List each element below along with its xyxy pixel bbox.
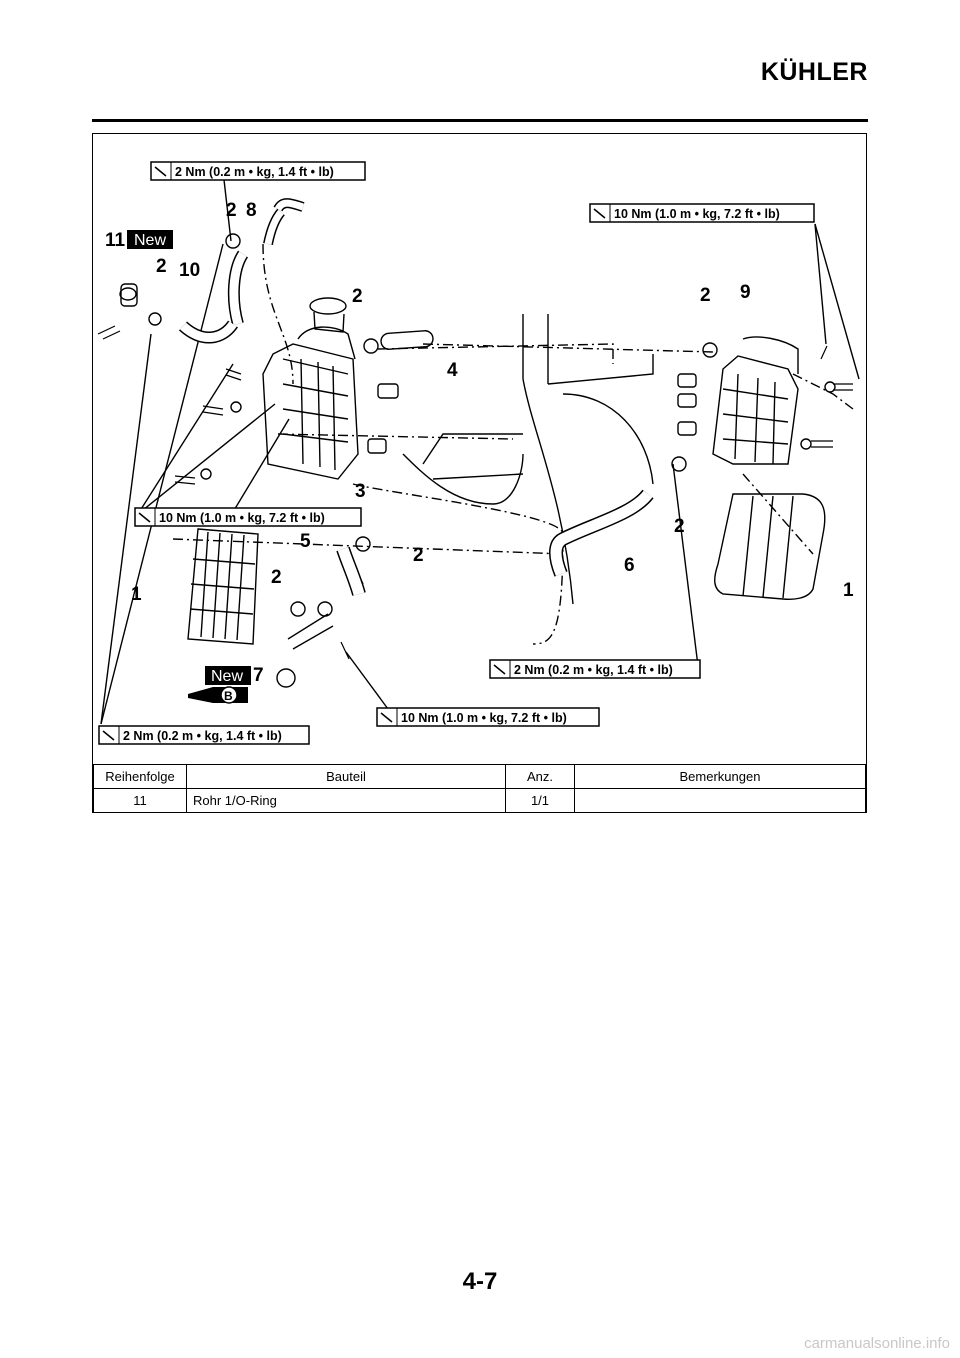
callout-2d: 2 (700, 285, 711, 306)
torque-label-3: 10 Nm (1.0 m • kg, 7.2 ft • lb) (134, 507, 362, 527)
watermark: carmanualsonline.info (804, 1335, 950, 1352)
callout-6: 6 (624, 555, 635, 576)
torque-label-4: 2 Nm (0.2 m • kg, 1.4 ft • lb) (489, 659, 701, 679)
torque-label-6: 2 Nm (0.2 m • kg, 1.4 ft • lb) (98, 725, 310, 745)
callout-2f: 2 (271, 567, 282, 588)
callout-5: 5 (300, 531, 311, 552)
callout-4: 4 (447, 360, 458, 381)
new-badge-2: New (205, 666, 251, 685)
torque-text-3: 10 Nm (1.0 m • kg, 7.2 ft • lb) (159, 511, 325, 525)
callout-10: 10 (179, 260, 200, 281)
torque-text-4: 2 Nm (0.2 m • kg, 1.4 ft • lb) (514, 663, 673, 677)
parts-table: Reihenfolge Bauteil Anz. Bemerkungen 11 … (93, 764, 866, 813)
callout-8: 8 (246, 200, 257, 221)
diagram-frame: 2 Nm (0.2 m • kg, 1.4 ft • lb) 10 Nm (1.… (92, 133, 867, 813)
col-order-header: Reihenfolge (93, 764, 187, 789)
row-remarks (574, 788, 866, 813)
parts-table-header-row: Reihenfolge Bauteil Anz. Bemerkungen (93, 764, 866, 789)
grease-b-symbol: B (188, 686, 248, 704)
col-part-header: Bauteil (186, 764, 506, 789)
callout-1b: 1 (843, 580, 854, 601)
callout-3: 3 (355, 481, 366, 502)
grease-b-text: B (224, 689, 233, 703)
callout-2c: 2 (352, 286, 363, 307)
page-number: 4-7 (462, 1268, 498, 1295)
callout-2a: 2 (226, 200, 237, 221)
callout-11: 11 (105, 230, 126, 251)
torque-label-1: 2 Nm (0.2 m • kg, 1.4 ft • lb) (150, 161, 366, 181)
torque-text-1: 2 Nm (0.2 m • kg, 1.4 ft • lb) (175, 165, 334, 179)
title-rule (92, 119, 868, 122)
callout-2g: 2 (674, 516, 685, 537)
new-badge-1: New (127, 230, 173, 249)
col-qty-header: Anz. (505, 764, 575, 789)
row-order: 11 (93, 788, 187, 813)
new-badge-1-text: New (134, 232, 166, 249)
row-part: Rohr 1/O-Ring (186, 788, 506, 813)
new-badge-2-text: New (211, 668, 243, 685)
table-row: 11 Rohr 1/O-Ring 1/1 (93, 788, 866, 813)
callout-2b: 2 (156, 256, 167, 277)
torque-text-2: 10 Nm (1.0 m • kg, 7.2 ft • lb) (614, 207, 780, 221)
torque-label-2: 10 Nm (1.0 m • kg, 7.2 ft • lb) (589, 203, 815, 223)
page-title: KÜHLER (760, 58, 868, 86)
col-remarks-header: Bemerkungen (574, 764, 866, 789)
row-qty: 1/1 (505, 788, 575, 813)
torque-text-5: 10 Nm (1.0 m • kg, 7.2 ft • lb) (401, 711, 567, 725)
callout-7: 7 (253, 665, 264, 686)
callout-9: 9 (740, 282, 751, 303)
radiator-exploded-diagram: 2 Nm (0.2 m • kg, 1.4 ft • lb) 10 Nm (1.… (97, 161, 860, 745)
callout-1a: 1 (131, 584, 142, 605)
callout-2e: 2 (413, 545, 424, 566)
torque-text-6: 2 Nm (0.2 m • kg, 1.4 ft • lb) (123, 729, 282, 743)
torque-label-5: 10 Nm (1.0 m • kg, 7.2 ft • lb) (376, 707, 600, 727)
